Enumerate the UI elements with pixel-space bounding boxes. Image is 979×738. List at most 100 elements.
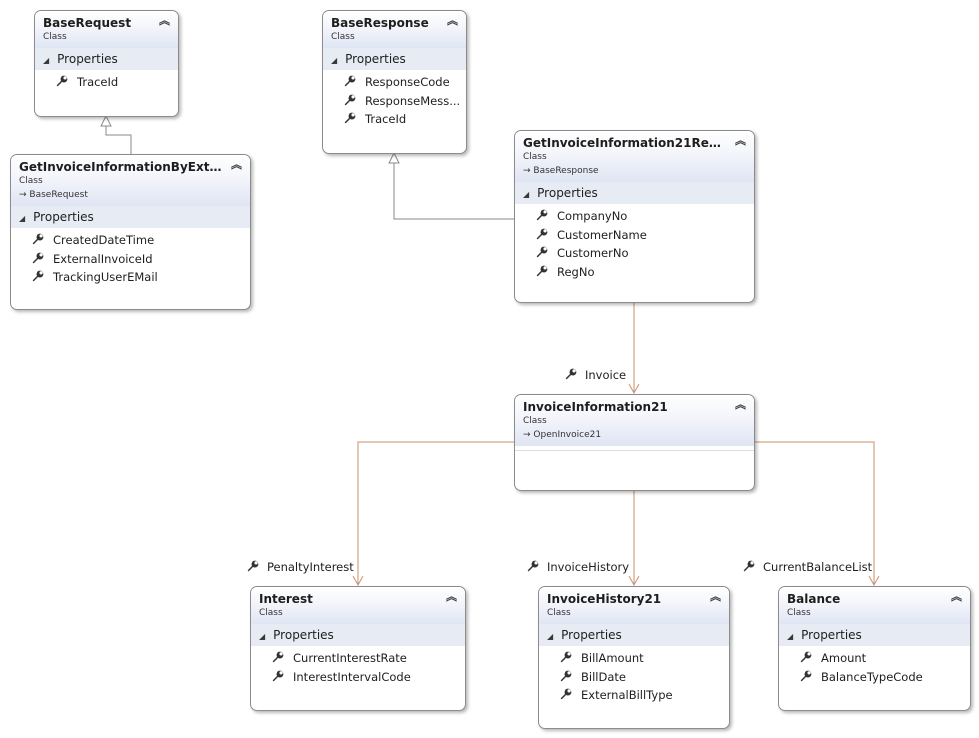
wrench-icon [560, 688, 572, 700]
class-kind: Class [19, 176, 43, 186]
class-getinvoiceinformation21response[interactable]: GetInvoiceInformation21Response Class → … [514, 130, 755, 303]
class-invoicehistory21[interactable]: InvoiceHistory21 Class ︽ ◢Properties Bil… [538, 586, 730, 729]
class-kind: Class [43, 32, 67, 42]
property-item[interactable]: CustomerNo [515, 244, 754, 263]
wrench-icon [800, 651, 812, 663]
collapse-chevron-icon[interactable]: ︽ [447, 14, 458, 27]
section-label: Properties [33, 210, 94, 224]
property-item[interactable]: BillAmount [539, 649, 729, 668]
expand-triangle-icon[interactable]: ◢ [43, 56, 50, 65]
section-label: Properties [57, 52, 118, 66]
wrench-icon [560, 670, 572, 681]
class-name: InvoiceHistory21 [547, 592, 662, 606]
property-name: BillAmount [581, 651, 644, 665]
property-item[interactable]: BillDate [539, 668, 729, 687]
properties-section-header[interactable]: ◢Properties [251, 624, 465, 646]
association-label-invoicehistory[interactable]: InvoiceHistory [526, 560, 629, 574]
section-label: Properties [537, 186, 598, 200]
class-invoiceinformation21[interactable]: InvoiceInformation21 Class → OpenInvoice… [514, 394, 755, 491]
class-header: BaseResponse Class ︽ [323, 11, 466, 48]
properties-section-header[interactable]: ◢ Properties [515, 182, 754, 204]
class-header: InvoiceHistory21 Class ︽ [539, 587, 729, 624]
property-list: CompanyNo CustomerName CustomerNo RegNo [515, 204, 754, 283]
collapse-chevron-icon[interactable]: ︽ [710, 590, 721, 603]
expand-triangle-icon[interactable]: ◢ [547, 632, 554, 641]
wrench-icon [800, 670, 812, 681]
property-item[interactable]: ExternalInvoiceId [11, 250, 250, 269]
property-name: RegNo [557, 264, 595, 279]
class-balance[interactable]: Balance Class ︽ ◢ Properties Amount Balan… [778, 586, 971, 711]
property-item[interactable]: BalanceTypeCode [779, 668, 970, 687]
wrench-icon [743, 560, 755, 572]
section-label: Properties [801, 628, 862, 642]
class-header: GetInvoiceInformation21Response Class → … [515, 131, 754, 182]
inheritance-arrow-baserequest [100, 114, 112, 127]
properties-section-header[interactable]: ◢Properties [539, 624, 729, 646]
properties-section-header[interactable]: ◢ Properties [11, 206, 250, 228]
collapse-chevron-icon[interactable]: ︽ [951, 590, 962, 603]
property-item[interactable]: TrackingUserEMail [11, 268, 250, 287]
property-name: TraceId [365, 112, 407, 126]
properties-section-header[interactable]: ◢ Properties [323, 48, 466, 70]
expand-triangle-icon[interactable]: ◢ [787, 632, 794, 641]
property-item[interactable]: TraceId [35, 73, 178, 92]
class-name: InvoiceInformation21 [523, 400, 668, 414]
collapse-chevron-icon[interactable]: ︽ [735, 398, 746, 411]
property-item[interactable]: ResponseMess... [323, 92, 466, 111]
class-header: BaseRequest Class ︽ [35, 11, 178, 48]
class-baseresponse[interactable]: BaseResponse Class ︽ ◢ Properties Respons… [322, 10, 467, 154]
property-name: ResponseCode [365, 75, 450, 89]
property-name: CompanyNo [557, 209, 628, 223]
property-list: ResponseCode ResponseMess... TraceId [323, 70, 466, 131]
expand-triangle-icon[interactable]: ◢ [331, 56, 338, 65]
association-name: PenaltyInterest [267, 560, 354, 574]
class-kind: Class [787, 608, 811, 618]
wrench-icon [272, 670, 284, 681]
wrench-icon [344, 94, 356, 105]
property-item[interactable]: RegNo [515, 263, 754, 282]
class-kind: Class [523, 152, 547, 162]
property-item[interactable]: CompanyNo [515, 207, 754, 226]
expand-triangle-icon[interactable]: ◢ [19, 214, 26, 223]
section-label: Properties [345, 52, 406, 66]
property-list: TraceId [35, 70, 178, 94]
wrench-icon [344, 112, 356, 124]
properties-section-header[interactable]: ◢ Properties [35, 48, 178, 70]
property-item[interactable]: Amount [779, 649, 970, 668]
property-item[interactable]: TraceId [323, 110, 466, 129]
collapse-chevron-icon[interactable]: ︽ [159, 14, 170, 27]
expand-triangle-icon[interactable]: ◢ [259, 632, 266, 641]
properties-section-header[interactable]: ◢ Properties [779, 624, 970, 646]
association-arrow-penaltyinterest [352, 575, 364, 587]
property-list: BillAmount BillDate ExternalBillType [539, 646, 729, 707]
association-label-invoice[interactable]: Invoice [564, 368, 626, 382]
wrench-icon [536, 228, 548, 239]
property-item[interactable]: InterestIntervalCode [251, 668, 465, 687]
class-getinvoiceinformationbyexternal[interactable]: GetInvoiceInformationByExterna... Class … [10, 154, 251, 310]
expand-triangle-icon[interactable]: ◢ [523, 190, 530, 199]
class-name: Balance [787, 592, 841, 606]
collapse-chevron-icon[interactable]: ︽ [446, 590, 457, 603]
collapse-chevron-icon[interactable]: ︽ [735, 134, 746, 147]
property-item[interactable]: ExternalBillType [539, 686, 729, 705]
collapse-chevron-icon[interactable]: ︽ [231, 158, 242, 171]
class-baserequest[interactable]: BaseRequest Class ︽ ◢ Properties TraceId [34, 10, 179, 117]
association-arrow-invoicehistory [628, 575, 640, 587]
wrench-icon [536, 209, 548, 221]
property-name: TraceId [77, 75, 119, 89]
inheritance-line-21response-to-baseresponse [393, 163, 515, 220]
empty-members-section [515, 450, 754, 481]
association-label-penaltyinterest[interactable]: PenaltyInterest [246, 560, 354, 574]
property-name: InterestIntervalCode [293, 669, 411, 684]
association-label-currentbalancelist[interactable]: CurrentBalanceList [742, 560, 872, 574]
property-item[interactable]: CreatedDateTime [11, 231, 250, 250]
property-item[interactable]: CurrentInterestRate [251, 649, 465, 668]
wrench-icon [527, 560, 539, 572]
property-name: ExternalInvoiceId [53, 251, 153, 266]
base-class: → BaseRequest [19, 190, 88, 200]
class-interest[interactable]: Interest Class ︽ ◢Properties CurrentInte… [250, 586, 466, 711]
property-item[interactable]: ResponseCode [323, 73, 466, 92]
class-kind: Class [523, 416, 547, 426]
property-item[interactable]: CustomerName [515, 226, 754, 245]
